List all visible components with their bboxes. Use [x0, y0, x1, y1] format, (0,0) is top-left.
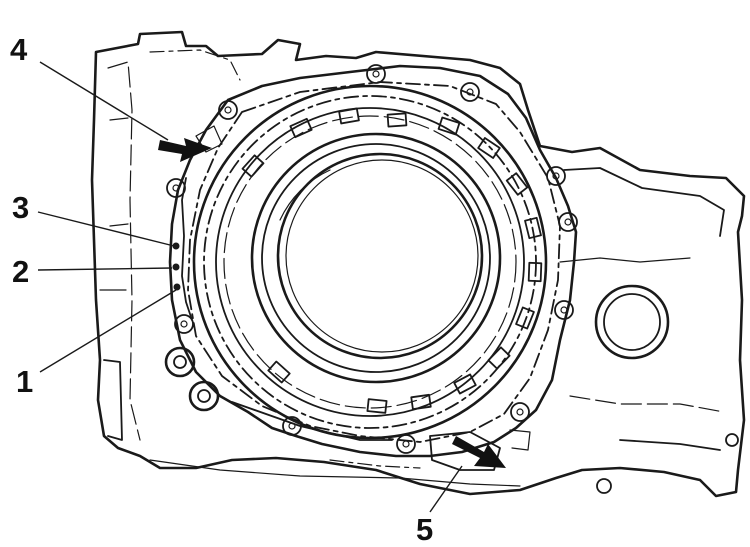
oil-hole-2: [172, 263, 180, 271]
leader-1: [39, 289, 177, 373]
leader-2: [37, 267, 173, 271]
callout-2: 2: [12, 254, 29, 289]
callout-1: 1: [16, 364, 33, 399]
callout-labels: 4 3 2 1 5: [10, 32, 433, 547]
leader-4: [39, 61, 169, 141]
callout-4: 4: [10, 32, 28, 67]
bell-flange: [168, 64, 578, 458]
arrow-5: [452, 436, 506, 468]
flow-arrows: [158, 138, 506, 468]
oil-hole-1: [173, 283, 181, 291]
callout-3: 3: [12, 190, 29, 225]
leader-5: [429, 465, 463, 513]
leader-lines: [37, 61, 463, 513]
oil-hole-3: [172, 242, 180, 250]
clutch-plate-tabs: [241, 107, 543, 414]
housing-outline: [90, 30, 746, 498]
housing-details: [149, 125, 739, 494]
clutch-drum: [192, 84, 548, 440]
arrow-4: [158, 138, 212, 162]
oil-holes: [172, 242, 181, 291]
leader-3: [37, 211, 175, 247]
callout-5: 5: [416, 512, 433, 547]
